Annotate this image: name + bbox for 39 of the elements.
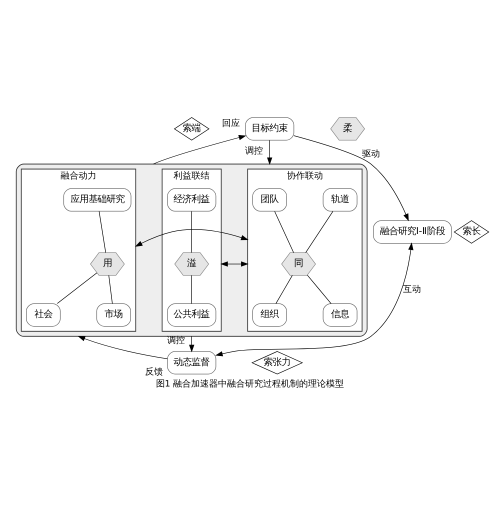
arrow (134, 229, 249, 247)
connector (274, 211, 294, 253)
node-box: 动态监督 (167, 351, 216, 374)
connector (98, 211, 106, 253)
edge-label: 回应 (222, 119, 240, 130)
edge-label: 互动 (403, 284, 422, 295)
edge-label: 驱动 (362, 150, 380, 160)
connector (307, 274, 332, 304)
node-box: 目标约束 (245, 117, 294, 140)
arrow (294, 135, 409, 222)
node-diamond: 索张力 (251, 351, 304, 374)
connector (191, 275, 192, 304)
cluster (16, 164, 368, 337)
node-box: 市场 (96, 303, 131, 327)
node-box: 应用基础研究 (63, 188, 132, 212)
node-box: 信息 (322, 303, 358, 327)
edge-label: 调控 (245, 146, 264, 157)
node-box: 社会 (26, 303, 61, 327)
edge-label: 调控 (167, 336, 186, 346)
arrow (220, 261, 249, 267)
connector (276, 275, 293, 304)
node-box: 公共利益 (167, 303, 216, 327)
arrow (153, 135, 246, 164)
node-box: 经济利益 (167, 188, 216, 212)
node-diamond: 索长 (454, 220, 490, 244)
connector (56, 272, 98, 304)
caption: 图1 融合加速器中融合研究过程机制的理论模型 (156, 380, 344, 390)
node-box: 组织 (252, 303, 287, 327)
edge-label: 反馈 (145, 368, 164, 378)
arrow (78, 336, 168, 360)
node-box: 融合研究Ⅰ-Ⅱ阶段 (373, 220, 452, 244)
node-diamond: 索端 (174, 117, 210, 141)
connector (191, 211, 192, 253)
connector (108, 275, 113, 304)
arrow (267, 140, 272, 165)
arrow (215, 242, 414, 356)
node-box: 团队 (252, 188, 287, 212)
connector (305, 211, 334, 253)
node-box: 轨道 (322, 188, 358, 212)
